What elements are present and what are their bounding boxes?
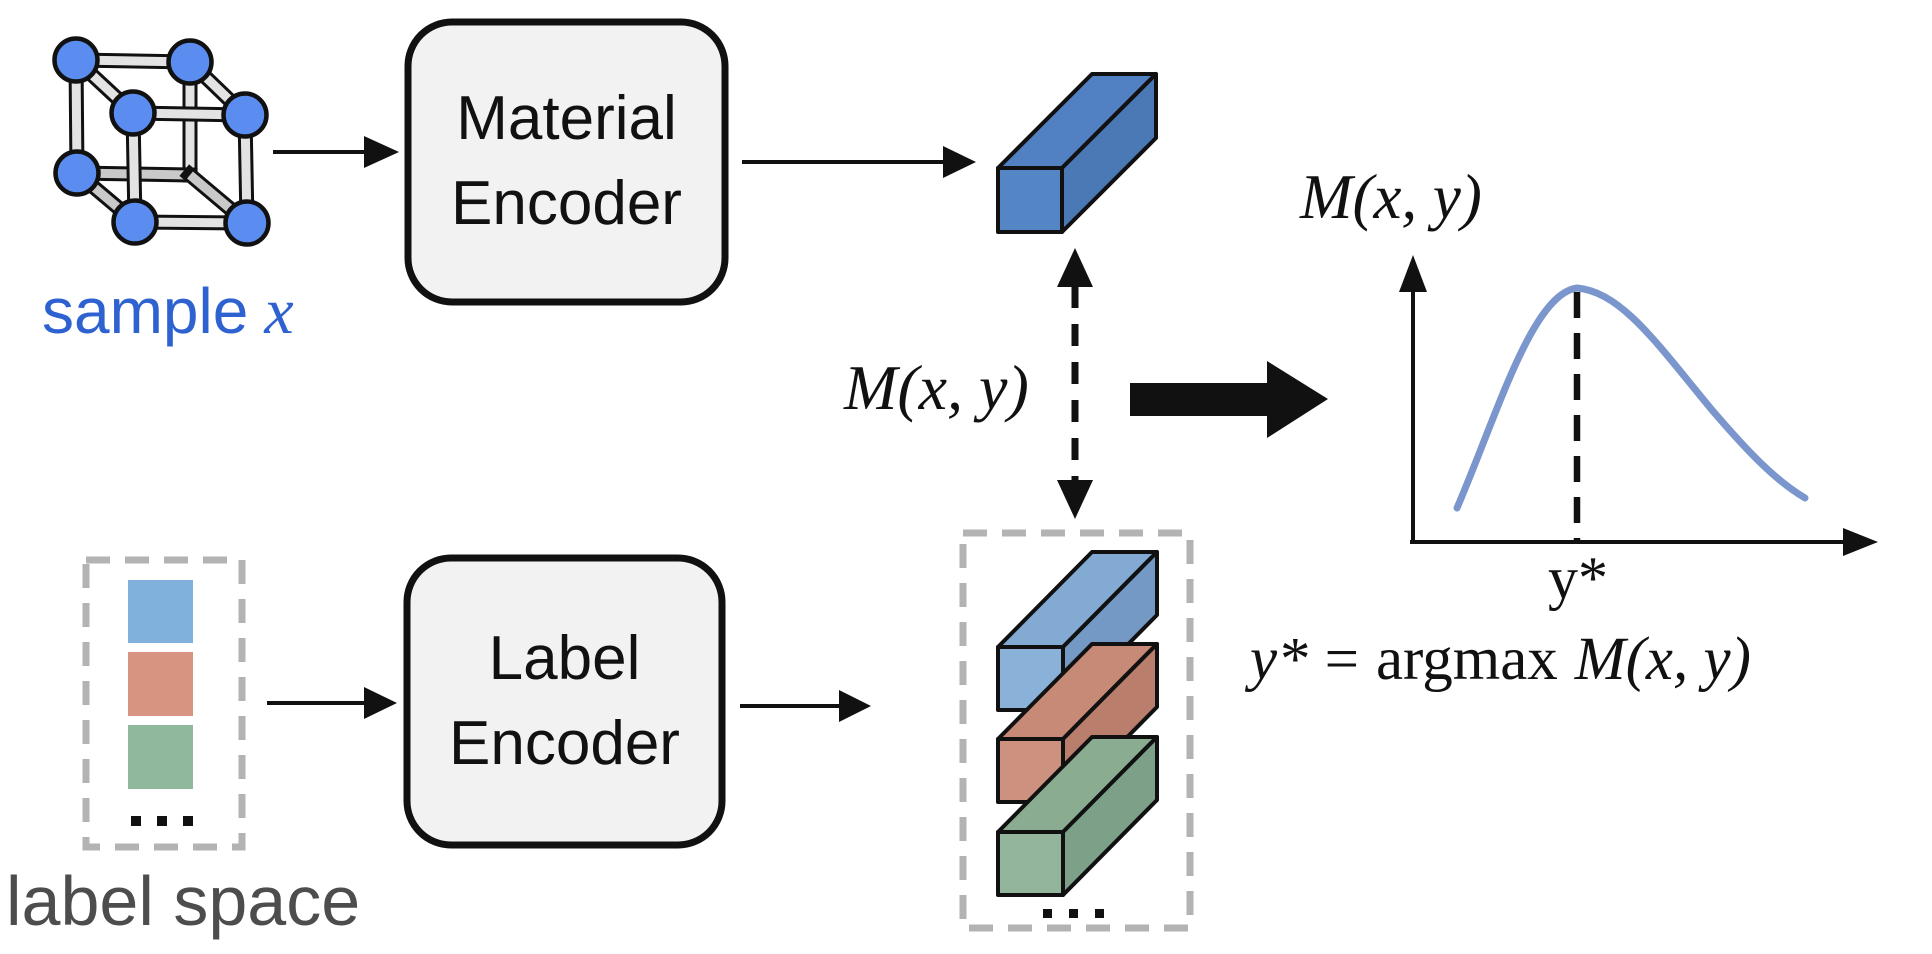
ellipsis-dots: [131, 816, 193, 826]
argmax-equation: y* = argmax M(x, y): [1250, 629, 1751, 690]
label-square-green: [128, 725, 193, 789]
label-encoder-line2: Encoder: [449, 708, 680, 778]
arrow-labelspace-to-label-encoder: [267, 687, 397, 719]
score-curve: [1453, 284, 1809, 512]
material-encoder-line1: Material: [456, 84, 677, 154]
x-axis: [1410, 528, 1878, 556]
equation-operator: argmax: [1375, 626, 1558, 693]
similarity-double-arrow: [1057, 248, 1093, 519]
label-square-salmon: [128, 652, 193, 716]
sample-word: sample: [42, 275, 249, 347]
equation-lhs: y*: [1250, 626, 1308, 693]
score-plot: [1399, 255, 1878, 556]
match-score-label: M(x, y): [844, 352, 1029, 423]
label-embedding-bar-green: [996, 735, 1159, 897]
plot-x-tick-label: y*: [1548, 545, 1608, 611]
y-axis: [1399, 255, 1427, 542]
crystal-structure-icon: [52, 36, 271, 247]
material-encoder-box: [404, 18, 729, 306]
arrow-label-encoder-to-embeddings: [740, 690, 871, 722]
equation-argument: M(x, y): [1574, 626, 1751, 693]
material-encoder-label: Material Encoder: [408, 22, 725, 302]
sample-variable-x: x: [264, 275, 294, 348]
material-encoder-line2: Encoder: [451, 169, 682, 238]
label-embeddings-box: [959, 529, 1194, 932]
label-space-label: label space: [6, 862, 361, 940]
arrow-sample-to-material-encoder: [273, 136, 399, 168]
bold-right-arrow: [1130, 361, 1328, 438]
crystal-edges: [65, 49, 258, 234]
label-space-box: [82, 556, 246, 851]
label-encoder-box: [403, 554, 726, 849]
label-encoder-line1: Label: [488, 623, 641, 693]
arrow-material-encoder-to-embedding: [742, 146, 976, 178]
label-encoder-label: Label Encoder: [407, 558, 722, 845]
material-embedding-bar: [996, 72, 1158, 234]
label-square-blue: [128, 580, 193, 643]
ellipsis-dots: [1043, 909, 1104, 918]
equation-equals: =: [1324, 626, 1359, 693]
crystal-nodes: [52, 36, 271, 247]
plot-y-axis-label: M(x, y): [1300, 162, 1482, 232]
